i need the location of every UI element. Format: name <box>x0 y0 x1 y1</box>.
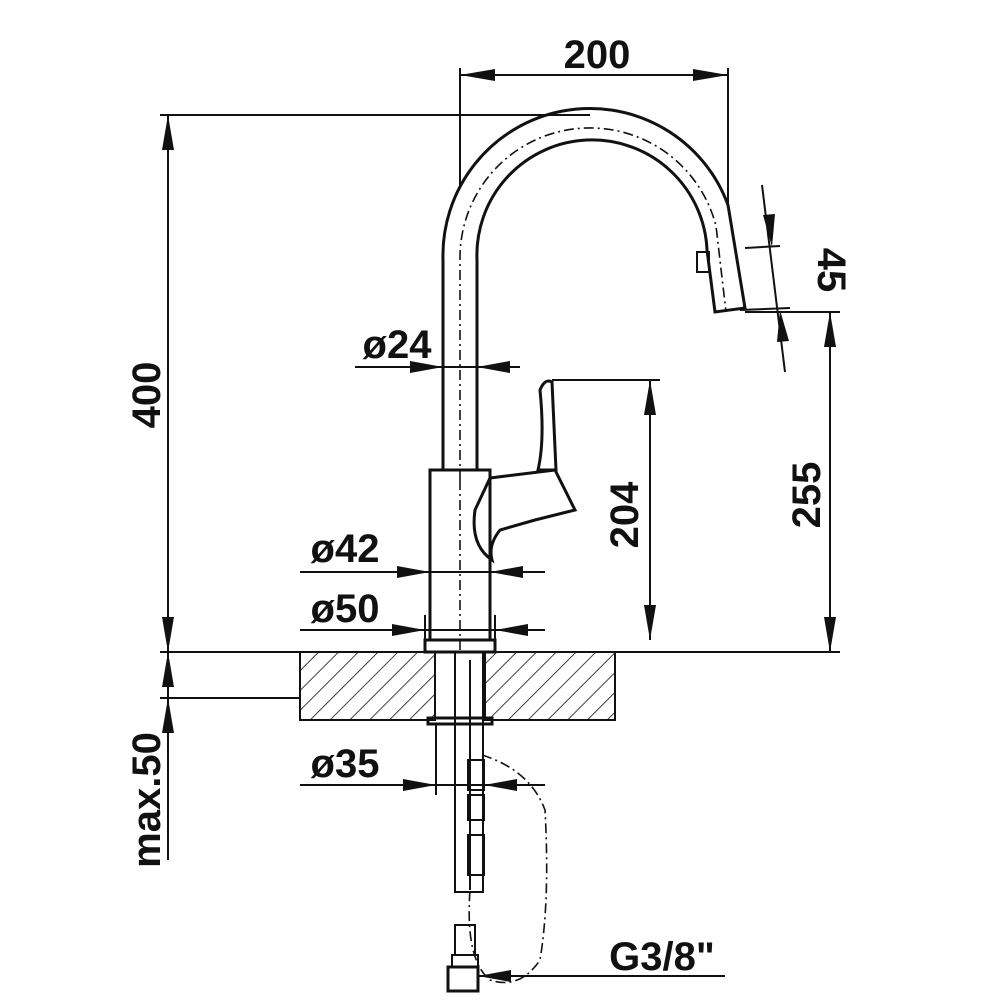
dim-label-max50: max.50 <box>125 732 169 868</box>
dimension-connection-thread: G3/8" <box>478 935 725 982</box>
countertop-section <box>160 651 840 993</box>
dim-label-204: 204 <box>603 481 647 548</box>
dimension-counter-thickness: max.50 <box>125 652 300 868</box>
dim-label-255: 255 <box>785 462 829 529</box>
dimension-spout-diameter: ø24 <box>355 323 520 373</box>
dimension-hole-diameter: ø35 <box>300 724 545 795</box>
dim-label-35: ø35 <box>311 742 380 786</box>
dimension-total-height: 400 <box>125 114 590 652</box>
dimension-spout-reach: 200 <box>459 33 729 205</box>
dim-label-400: 400 <box>125 362 169 429</box>
dim-label-42: ø42 <box>311 527 380 571</box>
dimension-lever-height: 204 <box>552 379 660 640</box>
dimension-outlet-height: 255 <box>745 311 840 652</box>
dim-label-24: ø24 <box>363 323 433 367</box>
dimension-base-diameter: ø50 <box>300 587 545 640</box>
faucet-outline <box>423 106 747 654</box>
dimension-body-diameter: ø42 <box>300 527 545 578</box>
dimension-outlet-offset: 45 <box>739 184 853 373</box>
dim-label-50: ø50 <box>311 587 380 631</box>
dim-label-45: 45 <box>809 248 853 293</box>
dim-label-g38: G3/8" <box>609 935 715 979</box>
dim-label-200: 200 <box>564 33 631 77</box>
